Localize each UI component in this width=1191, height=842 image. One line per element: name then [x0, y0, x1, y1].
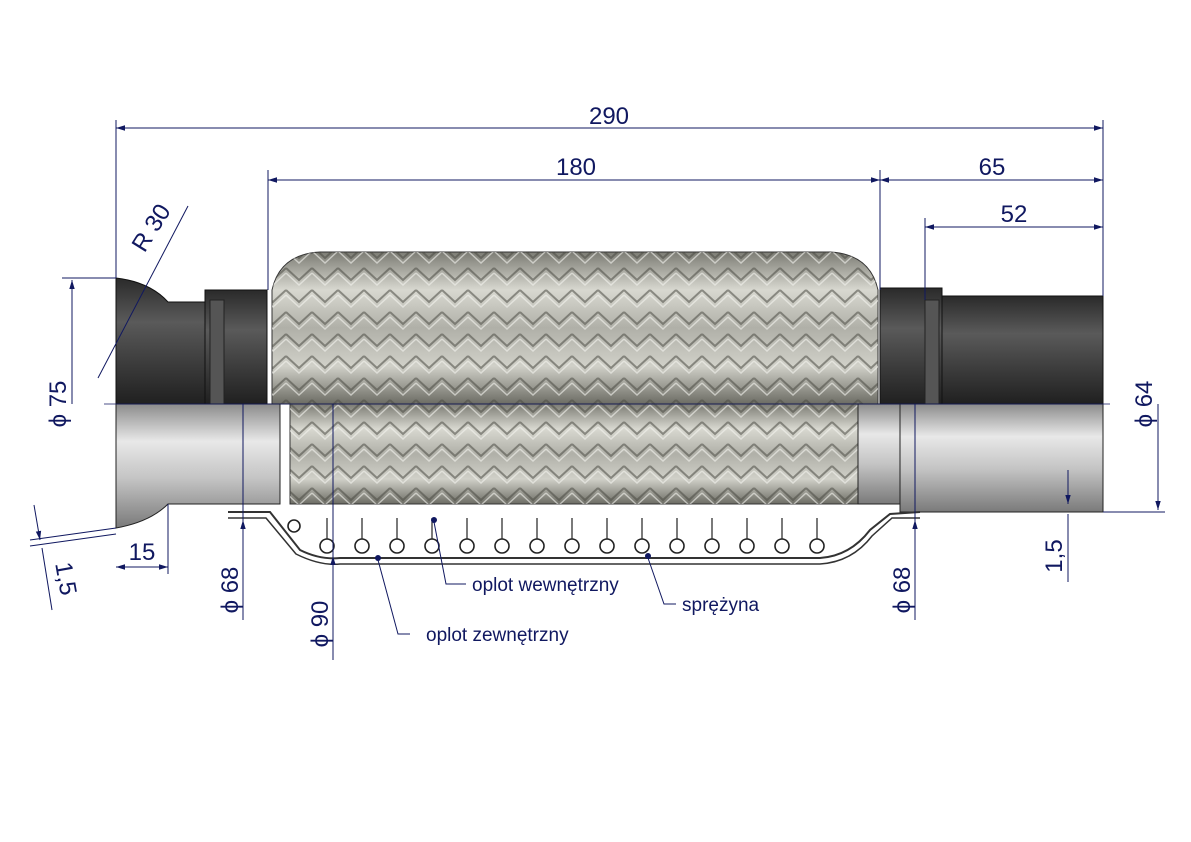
dim-flare-length: 15: [129, 539, 156, 566]
dim-wall-thickness-right: 1,5: [1041, 539, 1068, 572]
label-spring: sprężyna: [682, 595, 760, 616]
right-pipe-exterior: [941, 295, 1104, 405]
left-flare-section: [115, 403, 281, 529]
right-pipe-section: [899, 403, 1104, 513]
right-ferrule-section: [857, 403, 901, 505]
label-outer-braid: oplot zewnętrzny: [426, 625, 569, 646]
dim-wall-thickness-left: 1,5: [49, 560, 81, 598]
dim-inner-diameter-right: ϕ 68: [889, 567, 916, 614]
dim-outer-diameter-left: ϕ 75: [45, 381, 72, 428]
pipe-exterior: [115, 251, 1104, 405]
dim-flare-radius: R 30: [127, 199, 177, 256]
left-flare-exterior: [115, 277, 206, 405]
label-inner-braid: oplot wewnętrzny: [472, 575, 619, 596]
bellow-outline: [228, 511, 921, 560]
pipe-section: [115, 403, 1104, 566]
dim-right-pipe-length: 52: [1001, 201, 1028, 228]
dim-braid-diameter: ϕ 90: [307, 601, 334, 648]
dim-inner-diameter-left: ϕ 68: [217, 567, 244, 614]
dim-outer-diameter-right: ϕ 64: [1131, 381, 1158, 428]
dim-right-end-length: 65: [979, 154, 1006, 181]
spring-coils: [287, 519, 825, 554]
dim-braid-length: 180: [556, 154, 596, 181]
dim-overall-length: 290: [589, 103, 629, 130]
dimension-lines: [29, 120, 1165, 660]
